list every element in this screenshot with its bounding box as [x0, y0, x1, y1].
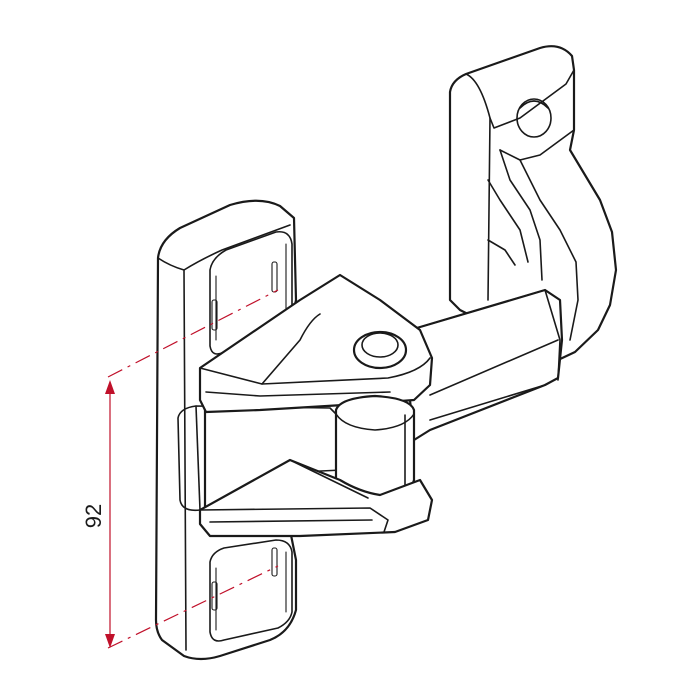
- lower-arrowhead: [105, 634, 115, 648]
- upper-knuckle-plate: [198, 273, 434, 414]
- rear-mounting-leaf: [448, 45, 618, 362]
- front-mounting-leaf: [154, 199, 343, 661]
- lower-extension-line: [107, 565, 279, 649]
- lower-knuckle-plate: [198, 458, 434, 538]
- hinge-arm: [408, 288, 564, 442]
- upper-arrowhead: [105, 380, 115, 394]
- dimension-annotation: 92: [81, 289, 279, 649]
- upper-extension-line: [107, 289, 279, 378]
- dimension-value-label: 92: [81, 504, 106, 528]
